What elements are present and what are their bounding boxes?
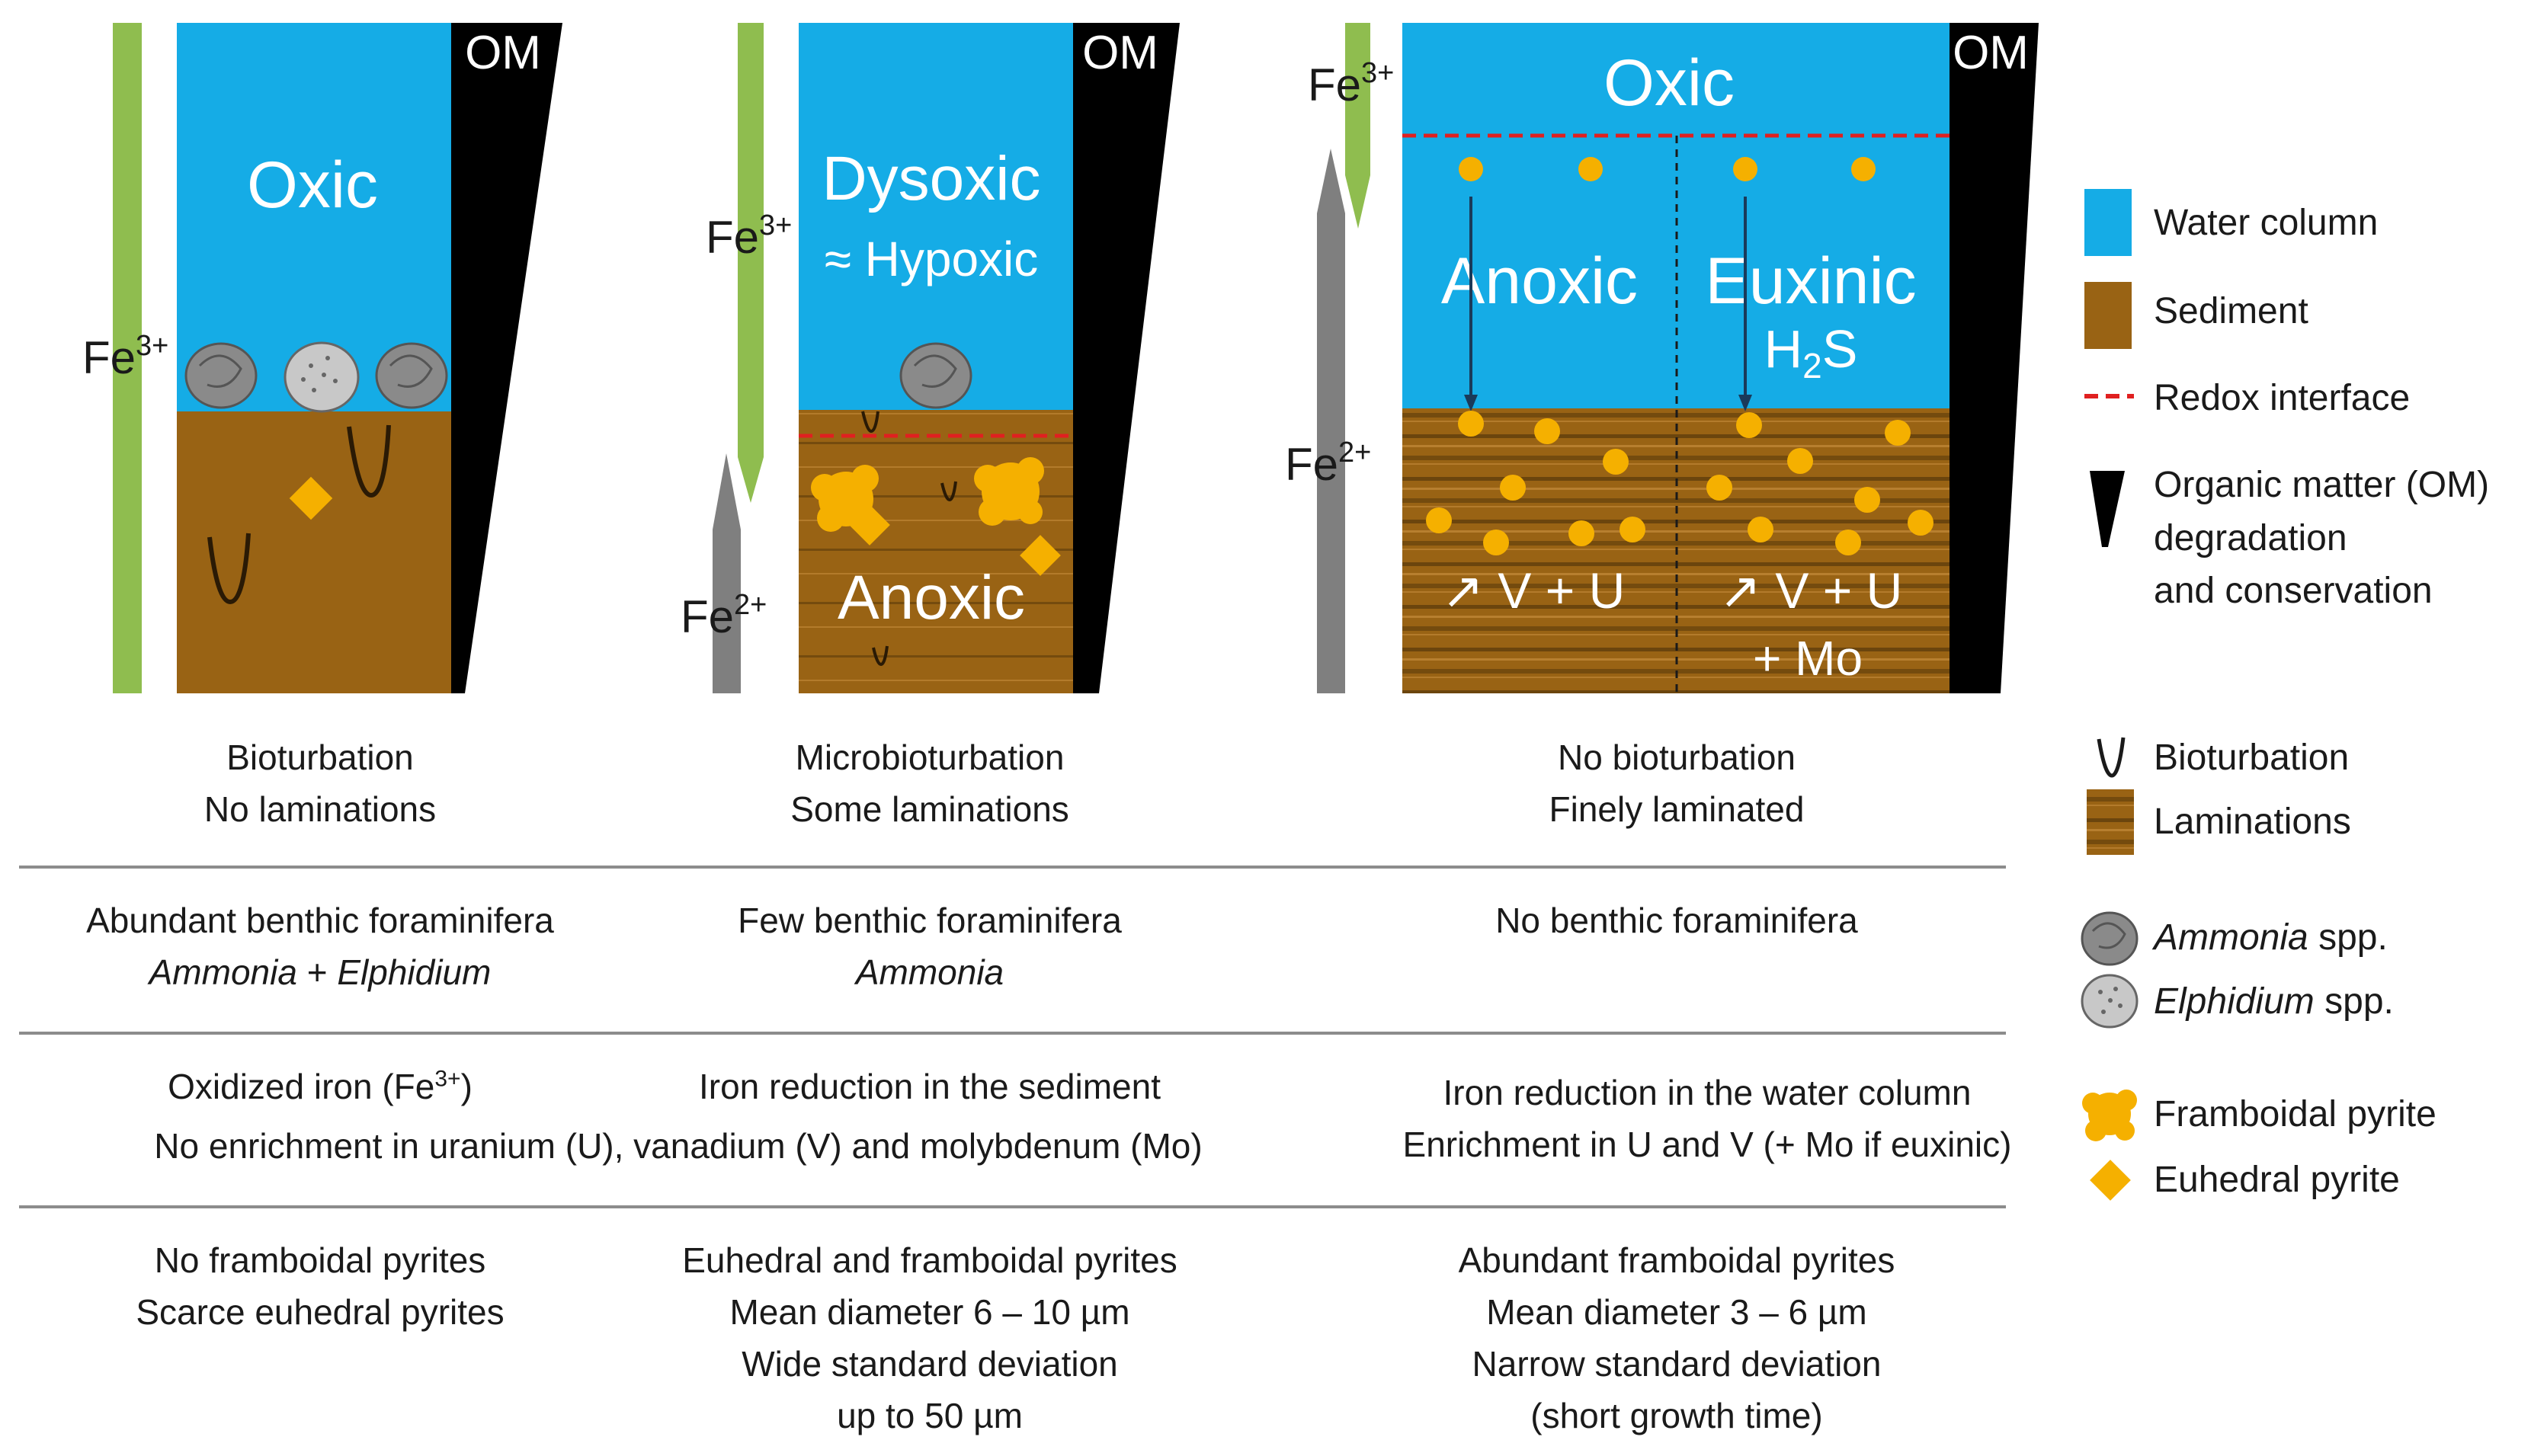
iron-dysoxic: Iron reduction in the sediment [698,1067,1161,1106]
panel-dysoxic: OM Dysoxic ≈ Hypoxic Anoxic Fe3+ Fe2+ [681,23,1180,693]
row-divider [19,1205,2006,1208]
iron-bar-fe3 [113,23,142,693]
fe3-label: Fe3+ [82,330,168,383]
ammonia-foram [375,342,448,409]
fe2-label: Fe2+ [681,589,767,642]
legend-bioturbation: Bioturbation [2154,738,2350,778]
legend-framboidal: Framboidal pyrite [2154,1094,2436,1134]
legend-om: Organic matter (OM) degradation and cons… [2154,465,2490,612]
fe3-label: Fe3+ [1308,57,1394,110]
zone-label: Dysoxic [822,144,1040,213]
sediment-anoxic: No bioturbation Finely laminated [1549,738,1805,830]
sediment [177,411,465,693]
pyrite-anoxic: Abundant framboidal pyrites Mean diamete… [1458,1240,1895,1436]
framboidal-pyrite [974,457,1044,526]
fe2-label: Fe2+ [1285,437,1371,490]
burrow [207,533,251,605]
burrow [347,424,391,498]
legend-om-wedge [2090,471,2125,547]
legend-graphics [2081,189,2139,1201]
framboidal-pyrite-water [1459,157,1876,181]
om-wedge [1950,23,2039,693]
legend-bioturbation-icon [2097,737,2126,778]
legend-euhedral-icon [2090,1160,2131,1201]
om-label: OM [1953,27,2029,79]
zone-label: Oxic [247,149,378,222]
om-label: OM [465,27,541,79]
right-enrichment: ↗ V + U [1719,562,1903,619]
top-zone-label: Oxic [1604,46,1735,120]
om-label: OM [1082,27,1158,79]
legend-sediment-swatch [2084,282,2132,349]
right-enrichment-mo: + Mo [1753,631,1863,686]
zone-sublabel: ≈ Hypoxic [825,232,1039,286]
microburrow [940,481,957,502]
row-divider [19,866,2006,869]
legend-ammonia-icon [2081,911,2139,966]
om-wedge [451,23,562,693]
elphidium-foram [284,341,360,413]
microburrow [861,411,879,434]
panel-anoxic-euxinic: OM Oxic Anoxic Euxinic H2S Fe3+ Fe2+ ↗ V… [1285,23,2039,693]
framboidal-pyrite-sediment [1426,411,1933,555]
pyrite-dysoxic: Euhedral and framboidal pyrites Mean dia… [682,1240,1177,1436]
om-wedge [1073,23,1180,693]
legend-sediment: Sediment [2154,291,2308,331]
fe3-label: Fe3+ [706,210,792,263]
iron-bar-fe3 [738,23,764,503]
legend-ammonia: Ammonia spp. [2154,917,2388,958]
sediment-zone-label: Anoxic [838,563,1025,632]
foram-anoxic: No benthic foraminifera [1495,901,1858,940]
legend-laminations-swatch [2087,789,2134,855]
h2s-label: H2S [1764,319,1858,386]
anoxic-zone-label: Anoxic [1441,245,1638,318]
legend-elphidium: Elphidium spp. [2154,981,2394,1022]
foram-dysoxic: Few benthic foraminifera Ammonia [738,901,1122,993]
legend-laminations: Laminations [2154,802,2351,842]
ammonia-foram [184,342,258,409]
iron-anoxic: Iron reduction in the water column Enric… [1402,1073,2012,1165]
legend-water-column: Water column [2154,203,2379,243]
settling-arrow-head [1738,395,1752,411]
euxinic-zone-label: Euxinic [1705,245,1916,318]
iron-oxic: Oxidized iron (Fe3+) [168,1066,473,1106]
left-enrichment: ↗ V + U [1442,562,1626,619]
settling-arrow-head [1464,395,1478,411]
iron-bar-fe2 [713,453,741,693]
row-divider [19,1032,2006,1035]
microburrow [872,645,889,667]
iron-bar-fe2 [1317,149,1345,693]
legend-framboidal-icon [2082,1090,2137,1141]
iron-bar-fe3 [1345,23,1370,229]
legend-euhedral: Euhedral pyrite [2154,1160,2400,1200]
foram-oxic: Abundant benthic foraminifera Ammonia + … [86,901,554,993]
legend-elphidium-icon [2081,974,2139,1029]
legend-redox: Redox interface [2154,378,2411,418]
sediment-dysoxic: Microbioturbation Some laminations [790,738,1069,830]
panel-oxic: OM Oxic Fe3+ [82,23,562,693]
sediment-oxic: Bioturbation No laminations [203,738,437,830]
iron-shared: No enrichment in uranium (U), vanadium (… [154,1126,1203,1166]
pyrite-oxic: No framboidal pyrites Scarce euhedral py… [136,1240,505,1333]
ammonia-foram [899,342,972,409]
legend-water-swatch [2084,189,2132,256]
